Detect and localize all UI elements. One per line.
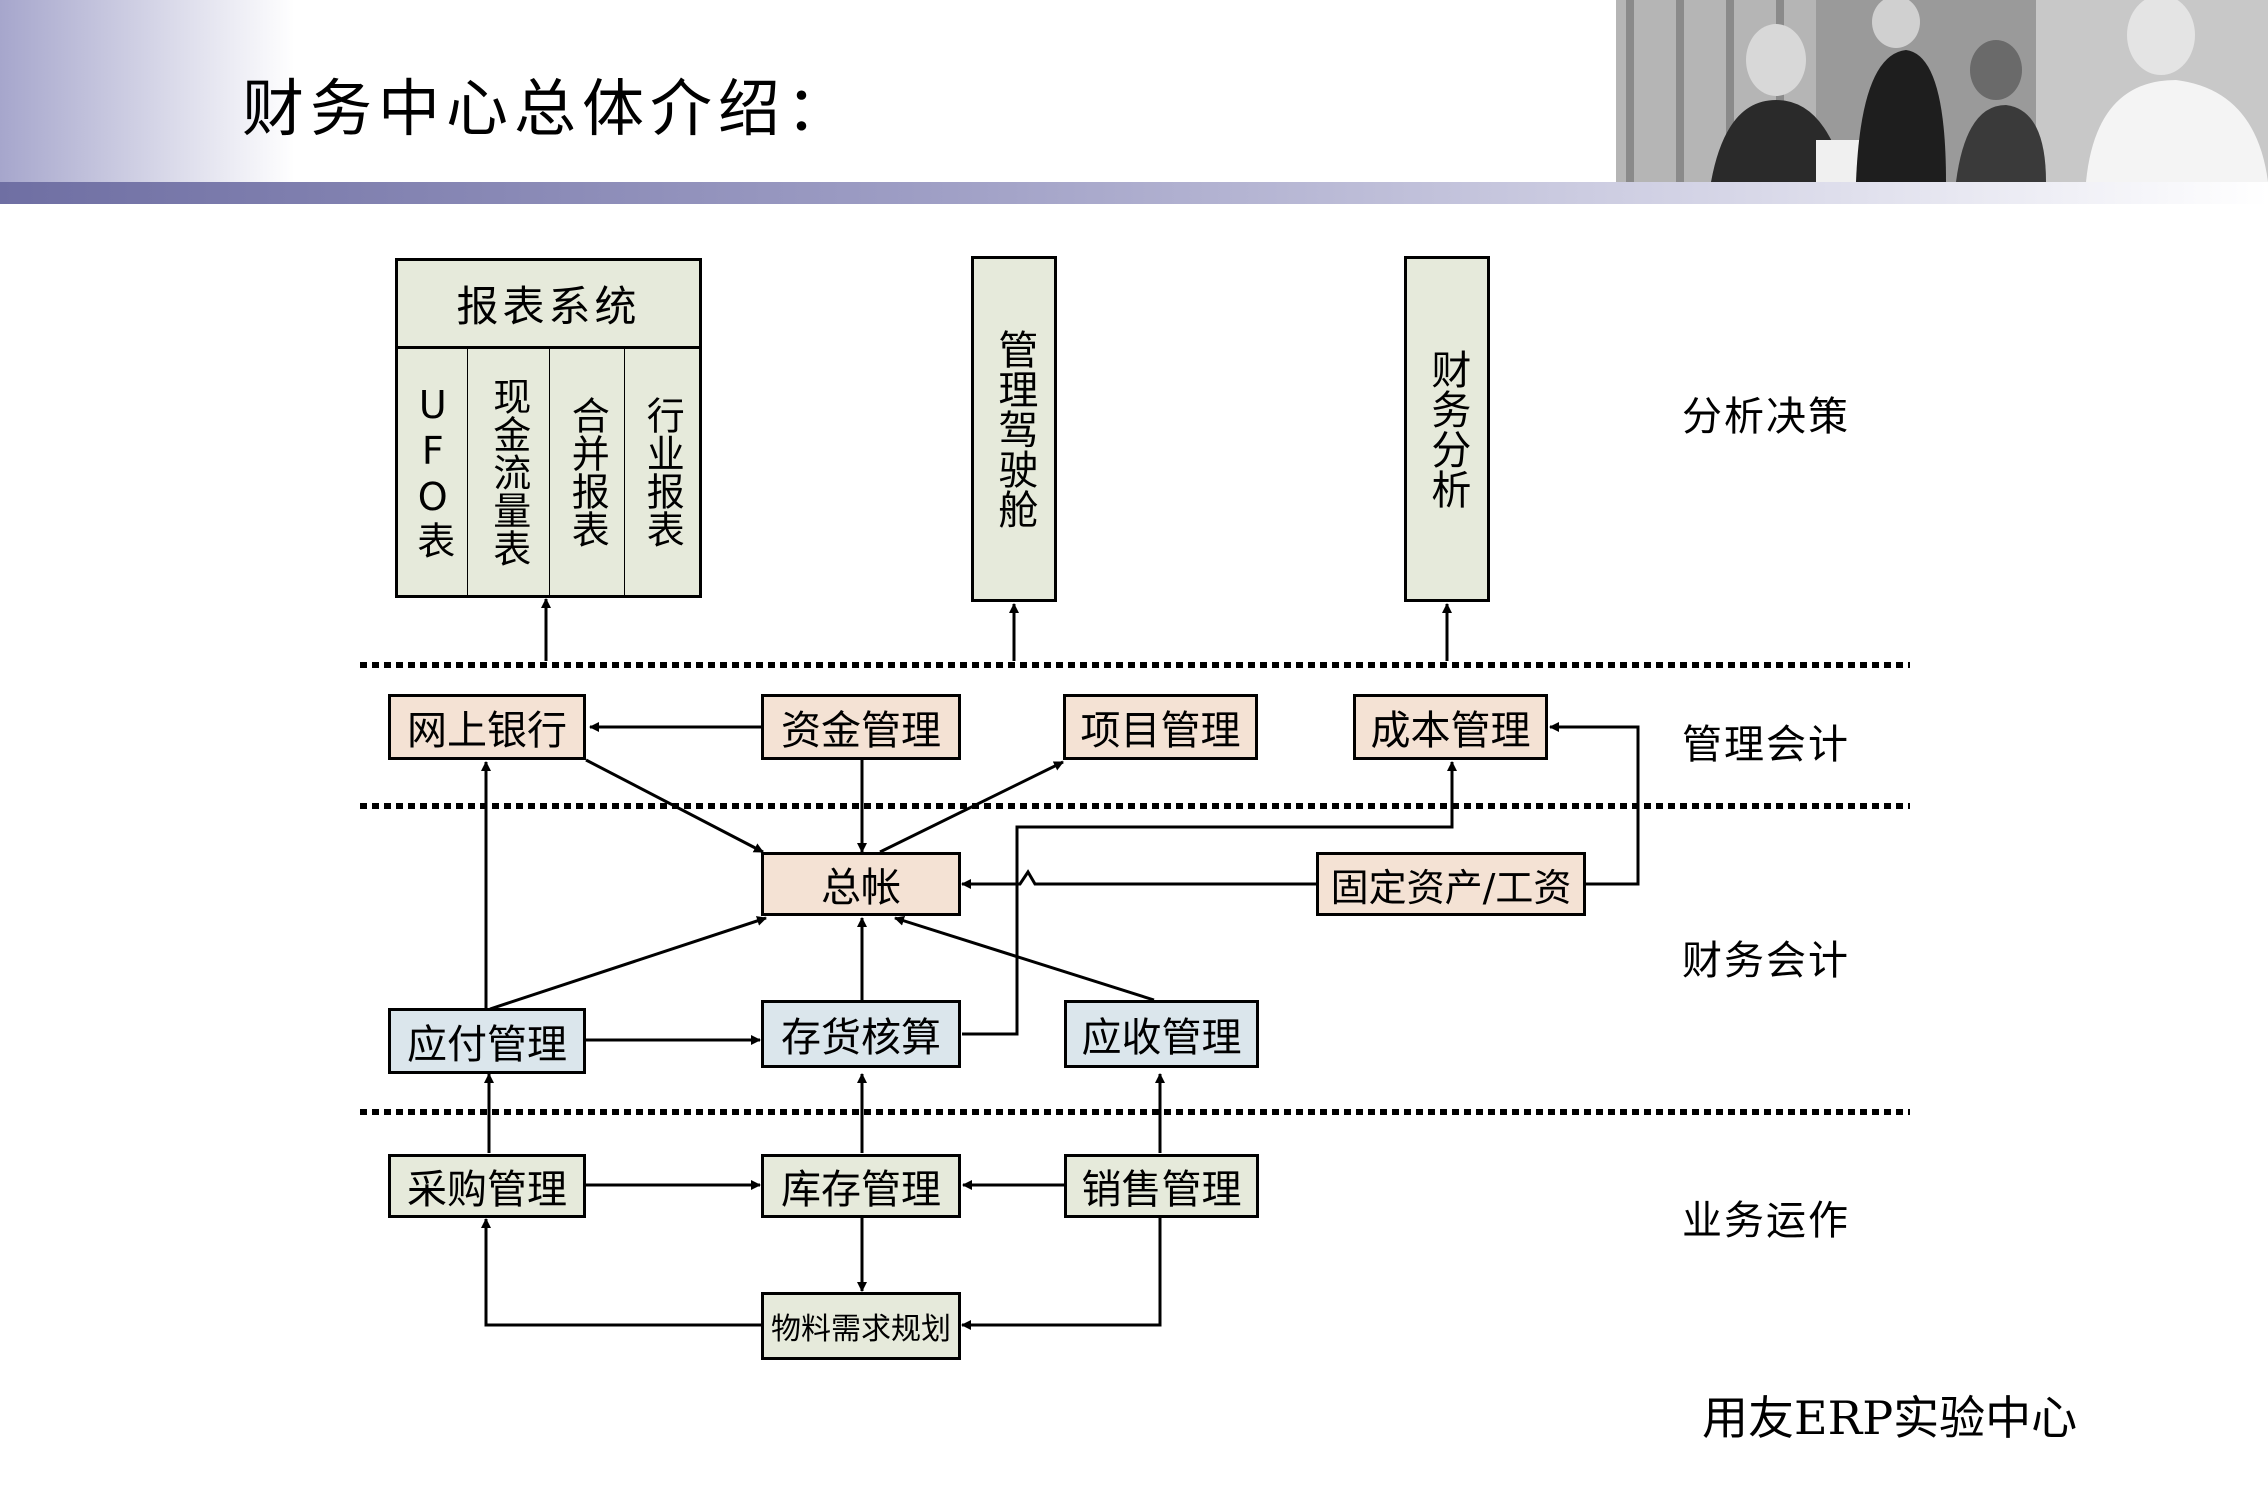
report-column-industry-label: 行业报表	[640, 396, 685, 548]
arrow-assets-to-cost	[1549, 722, 1640, 886]
arrow-payables-to-ledger	[489, 916, 767, 1011]
report-column-industry: 行业报表	[624, 346, 702, 598]
report-system-title: 报表系统	[456, 282, 641, 331]
arrow-ledger-to-project	[879, 760, 1064, 854]
level-financial: 财务会计	[1682, 938, 1850, 984]
project-mgmt-module: 项目管理	[1063, 694, 1258, 760]
fund-mgmt-module: 资金管理	[761, 694, 961, 760]
footer-brand: 用友ERP实验中心	[1702, 1391, 2078, 1445]
header-photo	[1616, 0, 2268, 182]
report-column-consolidated: 合并报表	[549, 346, 626, 598]
fixed-assets-payroll-module: 固定资产/工资	[1316, 852, 1586, 916]
cost-mgmt-module: 成本管理	[1353, 694, 1548, 760]
arrow-mrp-to-purchasing	[481, 1218, 762, 1327]
header-accent-bar	[0, 182, 2268, 204]
arrow-inventory-to-cost	[962, 761, 1457, 1036]
level-analysis: 分析决策	[1682, 394, 1850, 440]
financial-analysis-label: 财务分析	[1424, 349, 1471, 509]
page-title: 财务中心总体介绍：	[242, 72, 855, 145]
inventory-accounting-module: 存货核算	[761, 1000, 961, 1068]
receivables-module: 应收管理	[1064, 1000, 1259, 1068]
payables-module: 应付管理	[388, 1008, 586, 1074]
general-ledger-module: 总帐	[761, 852, 961, 916]
report-column-consolidated-label: 合并报表	[565, 396, 610, 548]
report-column-cashflow-label: 现金流量表	[486, 377, 531, 567]
report-column-ufo-label: UFO表	[410, 383, 455, 561]
cockpit-box: 管理驾驶舱	[971, 256, 1057, 602]
purchasing-module: 采购管理	[388, 1154, 586, 1218]
stock-mgmt-module: 库存管理	[761, 1154, 961, 1218]
cockpit-label: 管理驾驶舱	[991, 329, 1038, 529]
level-operations: 业务运作	[1682, 1198, 1850, 1244]
arrow-bank-to-ledger	[585, 758, 764, 854]
sales-mgmt-module: 销售管理	[1064, 1154, 1259, 1218]
arrow-receivables-to-ledger	[894, 915, 1155, 1002]
report-system-header: 报表系统	[395, 258, 702, 349]
arrow-sales-to-mrp	[961, 1216, 1162, 1330]
arrow-assets-to-ledger	[961, 869, 1316, 889]
financial-analysis-box: 财务分析	[1404, 256, 1490, 602]
report-column-cashflow: 现金流量表	[467, 346, 551, 598]
online-bank-module: 网上银行	[388, 694, 586, 760]
report-column-ufo: UFO表	[395, 346, 469, 598]
mrp-module: 物料需求规划	[761, 1292, 961, 1360]
level-management: 管理会计	[1682, 722, 1850, 768]
